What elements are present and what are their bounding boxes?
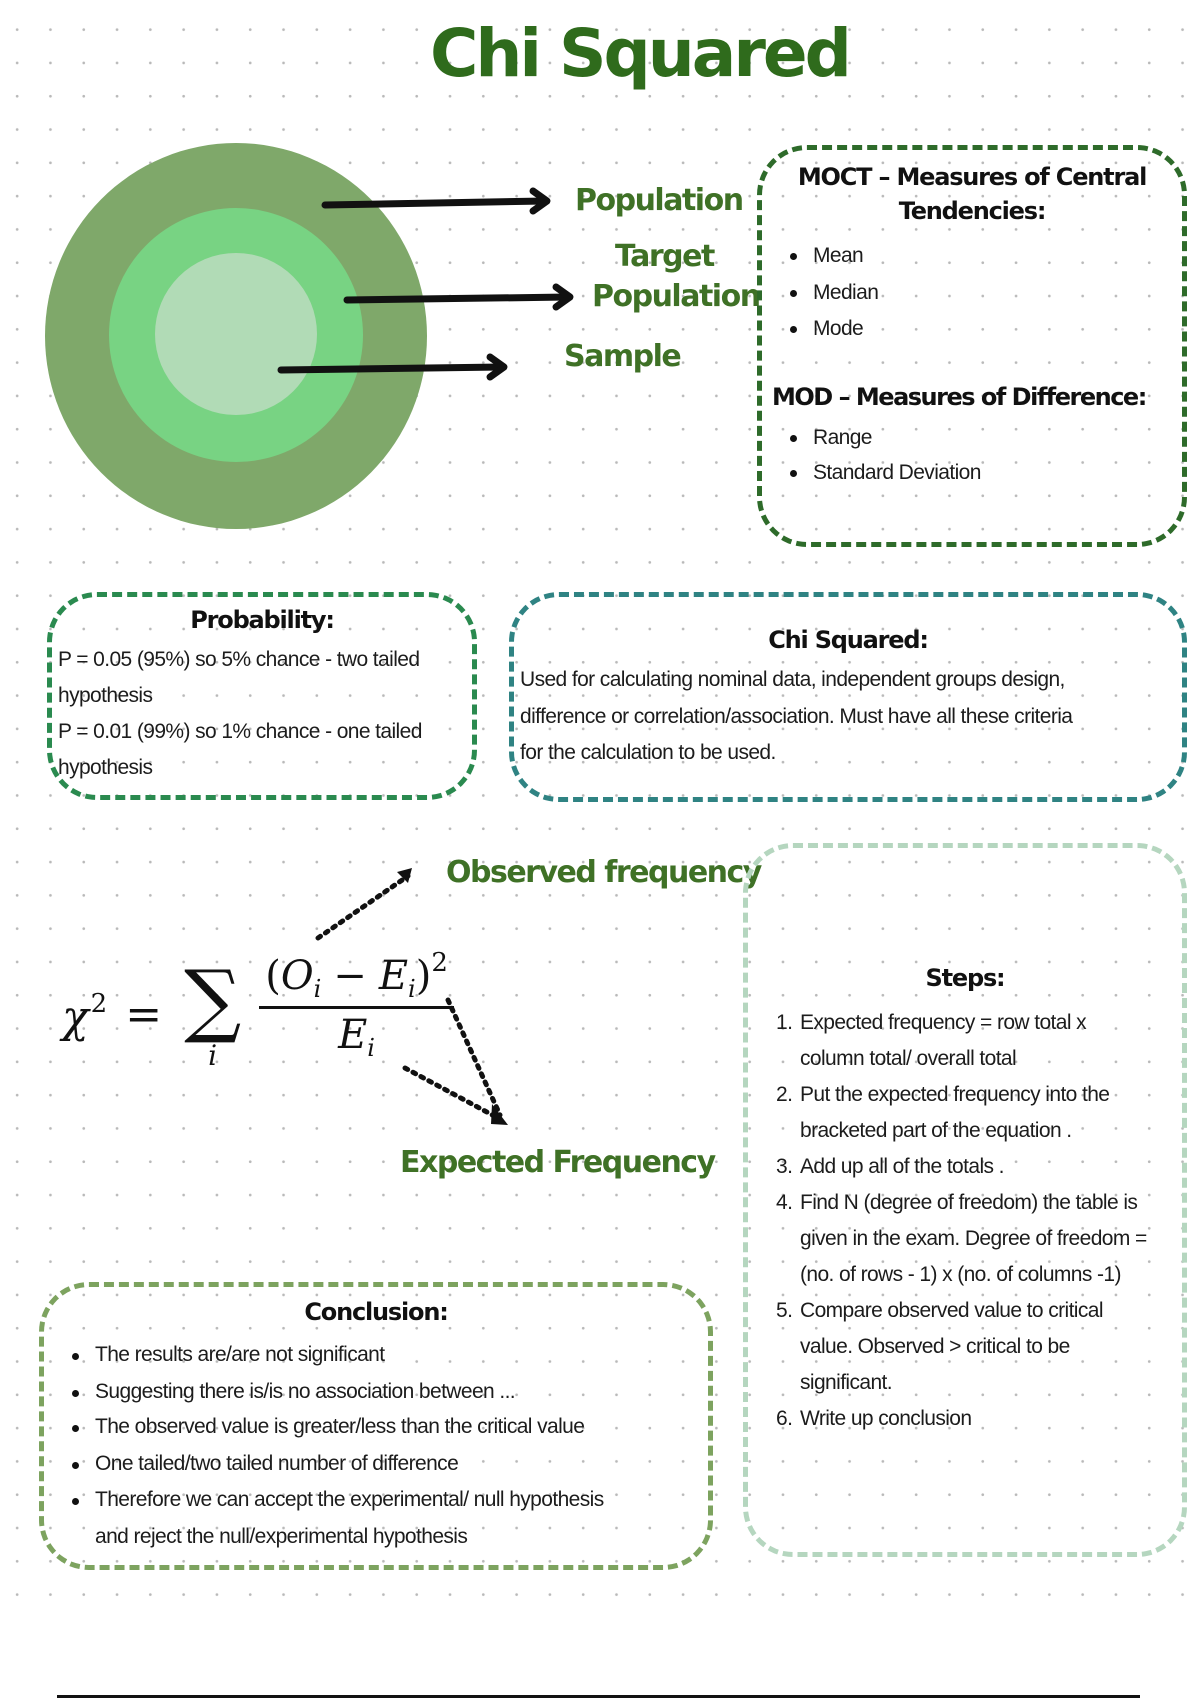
label-sample: Sample: [564, 339, 682, 374]
step-text: Compare observed value to critical: [800, 1299, 1104, 1322]
bullet-icon: [790, 253, 797, 260]
probability-line: P = 0.05 (95%) so 5% chance - two tailed: [58, 648, 420, 671]
formula-numerator: (Oi−Ei)2: [259, 947, 454, 1006]
formula-denominator-group: Ei: [338, 1009, 375, 1061]
formula-close-paren: ): [415, 952, 432, 999]
steps-title: Steps:: [925, 964, 1006, 992]
step-text: Find N (degree of freedom) the table is: [800, 1191, 1138, 1214]
bullet-icon: [72, 1425, 79, 1432]
moct-item-mode: Mode: [813, 317, 864, 340]
step-number: 6.: [776, 1407, 793, 1430]
bullet-icon: [72, 1353, 79, 1360]
step-text-continuation: value. Observed > critical to be: [800, 1335, 1070, 1358]
moct-title-line2: Tendencies:: [898, 197, 1047, 225]
step-number: 3.: [776, 1155, 793, 1178]
label-expected-frequency: Expected Frequency: [400, 1145, 716, 1180]
step-text: Expected frequency = row total x: [800, 1011, 1087, 1034]
bullet-icon: [72, 1390, 79, 1397]
conclusion-item: One tailed/two tailed number of differen…: [95, 1452, 459, 1475]
moct-title-line1: MOCT – Measures of Central: [797, 163, 1147, 191]
formula-observed-sub: i: [313, 974, 322, 1003]
label-population: Population: [575, 183, 744, 218]
probability-title: Probability:: [190, 606, 335, 634]
conclusion-item: Therefore we can accept the experimental…: [95, 1488, 604, 1511]
probability-line: hypothesis: [58, 684, 153, 707]
formula-chi-exponent: 2: [90, 988, 108, 1019]
chi-description-line: Used for calculating nominal data, indep…: [520, 668, 1065, 691]
formula-chi: χ: [62, 991, 89, 1043]
chi-squared-box: Chi Squared: Used for calculating nomina…: [509, 592, 1187, 802]
bottom-divider: [57, 1695, 1140, 1698]
measures-box: MOCT – Measures of Central Tendencies: M…: [757, 145, 1187, 547]
probability-line: P = 0.01 (99%) so 1% chance - one tailed: [58, 720, 422, 743]
formula-open-paren: (: [265, 952, 281, 999]
step-text: Write up conclusion: [800, 1407, 972, 1430]
mod-item-standard-deviation: Standard Deviation: [813, 461, 981, 484]
formula-expected-sub: i: [408, 974, 416, 1003]
probability-line: hypothesis: [58, 756, 153, 779]
bullet-icon: [790, 435, 797, 442]
chi-squared-formula: χ2 = ∑ i (Oi−Ei)2 Ei: [62, 940, 454, 1090]
steps-box: Steps: 1. Expected frequency = row total …: [743, 843, 1187, 1557]
formula-minus: −: [333, 952, 367, 999]
page-title: Chi Squared: [430, 15, 852, 92]
formula-sum: ∑: [184, 953, 242, 1046]
chi-description-line: for the calculation to be used.: [520, 741, 776, 764]
probability-box: Probability: P = 0.05 (95%) so 5% chance…: [47, 592, 477, 800]
label-observed-frequency: Observed frequency: [446, 855, 762, 890]
chi-description-line: difference or correlation/association. M…: [520, 705, 1073, 728]
fraction-bar: [259, 1006, 454, 1009]
formula-observed: O: [280, 952, 314, 999]
conclusion-title: Conclusion:: [304, 1298, 448, 1326]
formula-equals: =: [125, 989, 163, 1040]
formula-lhs: χ2: [62, 991, 107, 1040]
step-text-continuation: given in the exam. Degree of freedom =: [800, 1227, 1147, 1250]
label-target-line1: Target: [615, 239, 715, 274]
formula-numerator-exponent: 2: [431, 947, 448, 978]
step-number: 5.: [776, 1299, 793, 1322]
step-text-continuation: bracketed part of the equation .: [800, 1119, 1072, 1142]
mod-item-range: Range: [813, 426, 872, 449]
conclusion-item: The results are/are not significant: [95, 1343, 385, 1366]
bullet-icon: [72, 1462, 79, 1469]
step-text-continuation: significant.: [800, 1371, 893, 1394]
mod-title: MOD – Measures of Difference:: [772, 383, 1147, 411]
bullet-icon: [72, 1498, 79, 1505]
conclusion-box: Conclusion: The results are/are not sign…: [39, 1282, 713, 1570]
label-target-line2: Population: [592, 279, 761, 314]
formula-expected: E: [378, 952, 409, 999]
step-number: 2.: [776, 1083, 793, 1106]
step-text: Add up all of the totals .: [800, 1155, 1004, 1178]
formula-denominator: E: [338, 1012, 368, 1058]
step-text-continuation: (no. of rows - 1) x (no. of columns -1): [800, 1263, 1121, 1286]
conclusion-item-continuation: and reject the null/experimental hypothe…: [95, 1525, 468, 1548]
chi-squared-box-title: Chi Squared:: [768, 626, 929, 654]
formula-denominator-sub: i: [367, 1034, 375, 1062]
formula-sum-index: i: [208, 1039, 218, 1072]
formula-sum-group: ∑ i: [184, 960, 241, 1070]
conclusion-item: The observed value is greater/less than …: [95, 1415, 585, 1438]
moct-item-mean: Mean: [813, 244, 864, 267]
bullet-icon: [790, 470, 797, 477]
step-number: 4.: [776, 1191, 793, 1214]
moct-item-median: Median: [813, 281, 879, 304]
conclusion-item: Suggesting there is/is no association be…: [95, 1380, 516, 1403]
formula-fraction: (Oi−Ei)2 Ei: [259, 947, 454, 1062]
bullet-icon: [790, 290, 797, 297]
bullet-icon: [790, 326, 797, 333]
step-number: 1.: [776, 1011, 793, 1034]
step-text-continuation: column total/ overall total: [800, 1047, 1017, 1070]
step-text: Put the expected frequency into the: [800, 1083, 1110, 1106]
